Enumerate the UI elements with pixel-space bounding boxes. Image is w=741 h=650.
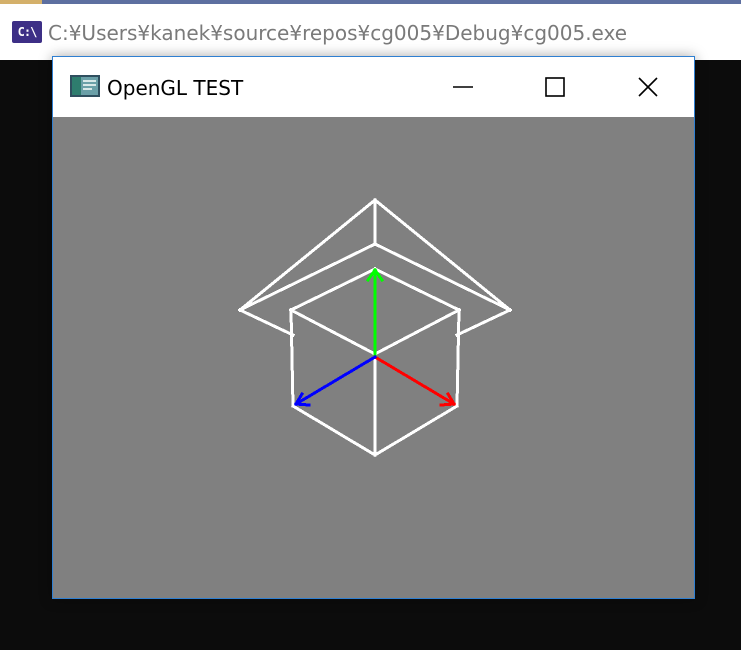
cube-edge <box>372 403 460 458</box>
maximize-icon <box>545 77 565 97</box>
opengl-render-canvas <box>237 197 513 458</box>
close-button[interactable] <box>602 57 694 117</box>
z-axis-arrow <box>293 354 378 407</box>
console-window-top-border <box>0 0 741 4</box>
pyramid-edge <box>238 308 295 337</box>
cube-edge <box>290 403 378 458</box>
cube-edge <box>288 307 378 357</box>
pyramid-edge <box>372 241 513 313</box>
cube-edge <box>288 266 378 313</box>
cube-edge <box>372 307 462 357</box>
cube-edge <box>289 308 295 408</box>
opengl-viewport[interactable] <box>53 117 694 598</box>
console-window-titlebar: C:\ C:¥Users¥kanek¥source¥repos¥cg005¥De… <box>0 0 741 60</box>
console-icon: C:\ <box>12 21 42 43</box>
maximize-button[interactable] <box>509 57 601 117</box>
pyramid-edge <box>237 241 378 313</box>
opengl-window[interactable]: OpenGL TEST <box>52 56 695 599</box>
close-icon <box>638 77 658 97</box>
console-window-title: C:¥Users¥kanek¥source¥repos¥cg005¥Debug¥… <box>48 21 628 45</box>
minimize-icon <box>453 86 473 88</box>
cube-edge <box>372 266 462 313</box>
pyramid-edge <box>372 197 513 313</box>
coordinate-axes <box>293 267 457 407</box>
pyramid-edge <box>455 308 512 337</box>
opengl-app-icon <box>70 75 100 97</box>
console-window-top-accent <box>0 0 42 4</box>
cube-wireframe <box>288 266 462 458</box>
pyramid-wireframe <box>237 197 513 337</box>
minimize-button[interactable] <box>417 57 509 117</box>
pyramid-edge <box>237 197 378 313</box>
y-axis-arrow <box>365 267 385 359</box>
cube-edge <box>455 308 461 408</box>
x-axis-arrow <box>372 354 457 407</box>
opengl-window-title: OpenGL TEST <box>107 76 244 100</box>
opengl-window-titlebar[interactable]: OpenGL TEST <box>53 57 694 117</box>
